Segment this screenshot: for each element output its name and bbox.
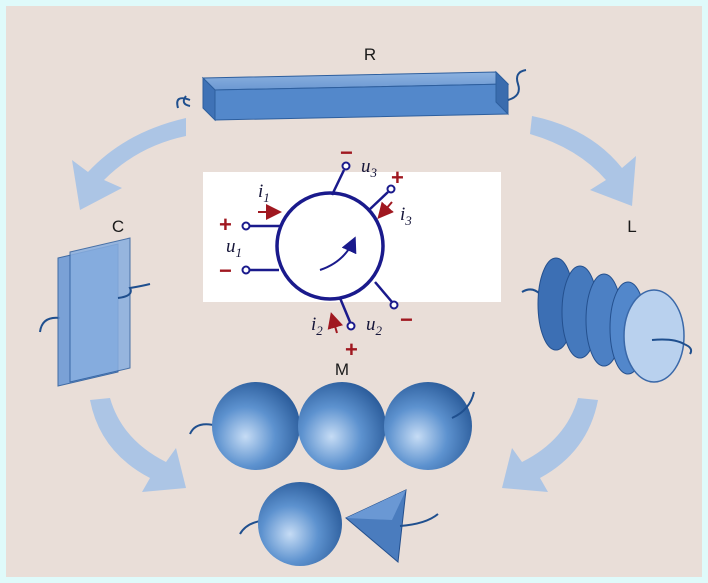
- memristor-label: M: [335, 360, 349, 379]
- terminal-2-labels: i2 u2 − +: [311, 307, 413, 362]
- cycle-arrows: [72, 116, 636, 492]
- t3-minus-sign: −: [340, 140, 353, 165]
- t2-plus-sign: +: [345, 337, 358, 362]
- inductor-label: L: [627, 217, 636, 236]
- multiterminal-element: [241, 161, 399, 334]
- voltage-u3: u3: [361, 156, 378, 180]
- current-i3: i3: [400, 204, 412, 228]
- mem-element-bottom: [239, 482, 439, 566]
- capacitor-label: C: [112, 217, 124, 236]
- voltage-u2: u2: [366, 314, 383, 338]
- voltage-u1: u1: [226, 236, 242, 260]
- t1-plus-sign: +: [219, 212, 232, 237]
- inductor-component: [521, 257, 693, 383]
- arrow-l-to-m: [502, 398, 598, 492]
- resistor-label: R: [364, 45, 376, 64]
- terminal-1-labels: i1 + u1 −: [219, 181, 270, 283]
- resistor-component: [176, 69, 527, 122]
- arrow-r-to-c: [72, 118, 186, 210]
- capacitor-component: [39, 237, 151, 387]
- arrow-r-to-l: [530, 116, 636, 206]
- memristor-spheres: [189, 382, 475, 470]
- t2-minus-sign: −: [400, 307, 413, 332]
- current-i1: i1: [258, 181, 270, 205]
- t1-minus-sign: −: [219, 258, 232, 283]
- current-i2: i2: [311, 314, 323, 338]
- t3-plus-sign: +: [391, 165, 404, 190]
- arrow-c-to-m: [90, 398, 186, 492]
- terminal-3-labels: − u3 + i3: [340, 140, 412, 228]
